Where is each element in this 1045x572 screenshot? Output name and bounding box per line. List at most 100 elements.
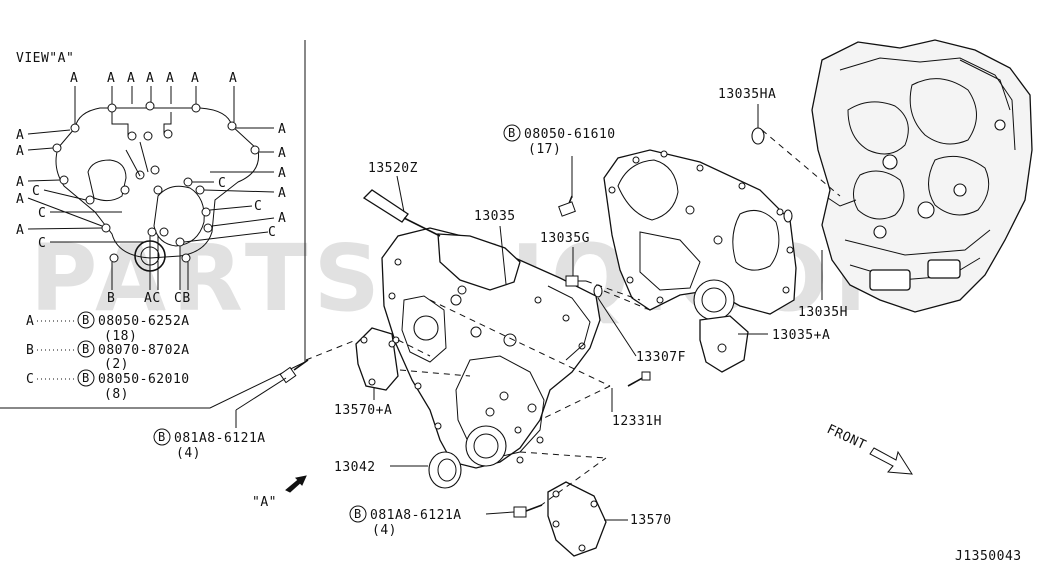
view-right-letters: A A A C A C A C (218, 122, 286, 240)
svg-text:A: A (107, 71, 115, 86)
svg-text:A: A (16, 192, 24, 207)
crank-seal-13042 (428, 451, 462, 489)
svg-text:B: B (354, 507, 361, 521)
label-13042: 13042 (334, 460, 376, 475)
label-view-pointer: "A" (252, 495, 277, 510)
engine-block-body (811, 39, 1033, 313)
svg-text:A: A (278, 166, 286, 181)
legend-row-a: A B 08050-6252A (18) (26, 311, 190, 344)
svg-text:C: C (32, 184, 40, 199)
label-13035g: 13035G (540, 231, 590, 246)
label-13035ha: 13035HA (718, 87, 776, 102)
outer-timing-cover (381, 227, 601, 469)
bolt-symbol-icon (153, 428, 171, 446)
view-inner-opening-right (153, 185, 205, 247)
svg-text:B: B (508, 126, 515, 140)
svg-text:A: A (16, 223, 24, 238)
svg-text:A: A (166, 71, 174, 86)
svg-text:C: C (38, 236, 46, 251)
svg-text:B: B (82, 371, 89, 385)
cover-plate-13570a (355, 327, 399, 391)
view-leader-lines (27, 86, 275, 290)
bolt-13035-top (558, 195, 576, 217)
svg-text:(4): (4) (372, 523, 397, 538)
svg-text:C: C (268, 225, 276, 240)
svg-text:B: B (158, 430, 165, 444)
label-13570a: 13570+A (334, 403, 392, 418)
svg-text:A: A (26, 314, 34, 329)
washer-13307f (593, 284, 603, 298)
outer-cover-upper-boss (437, 233, 521, 291)
label-12331h: 12331H (612, 414, 662, 429)
inner-cover-outline (603, 149, 797, 315)
svg-text:A: A (191, 71, 199, 86)
view-pointer-arrow-icon (285, 475, 307, 493)
svg-text:A: A (127, 71, 135, 86)
label-13520z: 13520Z (368, 161, 418, 176)
bolt-symbol-icon (77, 311, 95, 329)
svg-text:B: B (82, 313, 89, 327)
svg-text:081A8-6121A: 081A8-6121A (174, 431, 266, 446)
svg-text:A: A (229, 71, 237, 86)
svg-text:AC: AC (144, 291, 161, 306)
svg-text:A: A (16, 175, 24, 190)
svg-text:A: A (16, 144, 24, 159)
inner-cover-boss (693, 279, 735, 321)
svg-text:08070-8702A: 08070-8702A (98, 343, 190, 358)
svg-text:(18): (18) (104, 329, 137, 344)
svg-text:(17): (17) (528, 142, 561, 157)
svg-text:B: B (107, 291, 115, 306)
view-top-letters: A A A A A A A (70, 71, 237, 86)
legend-row-c: C B 08050-62010 (8) (26, 369, 190, 402)
svg-text:B: B (82, 342, 89, 356)
svg-text:081A8-6121A: 081A8-6121A (370, 508, 462, 523)
svg-text:(4): (4) (176, 446, 201, 461)
view-inner-opening-left (87, 159, 127, 202)
label-13570: 13570 (630, 513, 672, 528)
view-left-letters: A A A C A C A C (16, 128, 46, 251)
svg-text:A: A (278, 146, 286, 161)
label-13035h: 13035H (798, 305, 848, 320)
label-bolt-left: B 081A8-6121A (4) (153, 428, 266, 461)
engine-block-illustration (811, 39, 1033, 313)
svg-text:08050-62010: 08050-62010 (98, 372, 190, 387)
legend-row-b: B B 08070-8702A (2) (26, 340, 190, 372)
svg-text:C: C (26, 372, 34, 387)
bolt-symbol-icon (77, 369, 95, 387)
svg-text:C: C (218, 176, 226, 191)
svg-text:C: C (254, 199, 262, 214)
bolt-12331h (627, 371, 651, 387)
bolt-symbol-icon (77, 340, 95, 358)
label-front: FRONT (824, 422, 868, 453)
bolt-symbol-icon (503, 124, 521, 142)
view-a-panel: VIEW"A" (0, 40, 306, 409)
svg-text:08050-6252A: 08050-6252A (98, 314, 190, 329)
view-legend: A B 08050-6252A (18) B B 08070-8702A (2)… (26, 311, 190, 402)
svg-text:A: A (278, 186, 286, 201)
svg-text:CB: CB (174, 291, 191, 306)
view-bottom-letters: B AC CB (107, 291, 191, 306)
label-bolt-bottom: B 081A8-6121A (4) (349, 505, 462, 538)
outer-cover-seal-bore (465, 425, 507, 467)
inner-timing-cover (603, 149, 797, 373)
svg-text:08050-61610: 08050-61610 (524, 127, 616, 142)
diagram-code: J1350043 (955, 549, 1022, 564)
svg-text:(8): (8) (104, 387, 129, 402)
label-bolt-top: B 08050-61610 (17) (503, 124, 616, 157)
cover-plate-13570 (547, 481, 607, 557)
bolt-13035g (565, 275, 586, 287)
dipstick-tube-13520z (362, 189, 441, 237)
svg-text:A: A (16, 128, 24, 143)
label-13035a: 13035+A (772, 328, 830, 343)
label-13035: 13035 (474, 209, 516, 224)
label-13307f: 13307F (636, 350, 686, 365)
front-arrow (869, 447, 913, 475)
svg-text:C: C (38, 206, 46, 221)
svg-text:B: B (26, 343, 34, 358)
svg-text:A: A (70, 71, 78, 86)
view-panel-border (0, 40, 306, 409)
view-title: VIEW"A" (16, 51, 74, 66)
svg-text:A: A (278, 211, 286, 226)
